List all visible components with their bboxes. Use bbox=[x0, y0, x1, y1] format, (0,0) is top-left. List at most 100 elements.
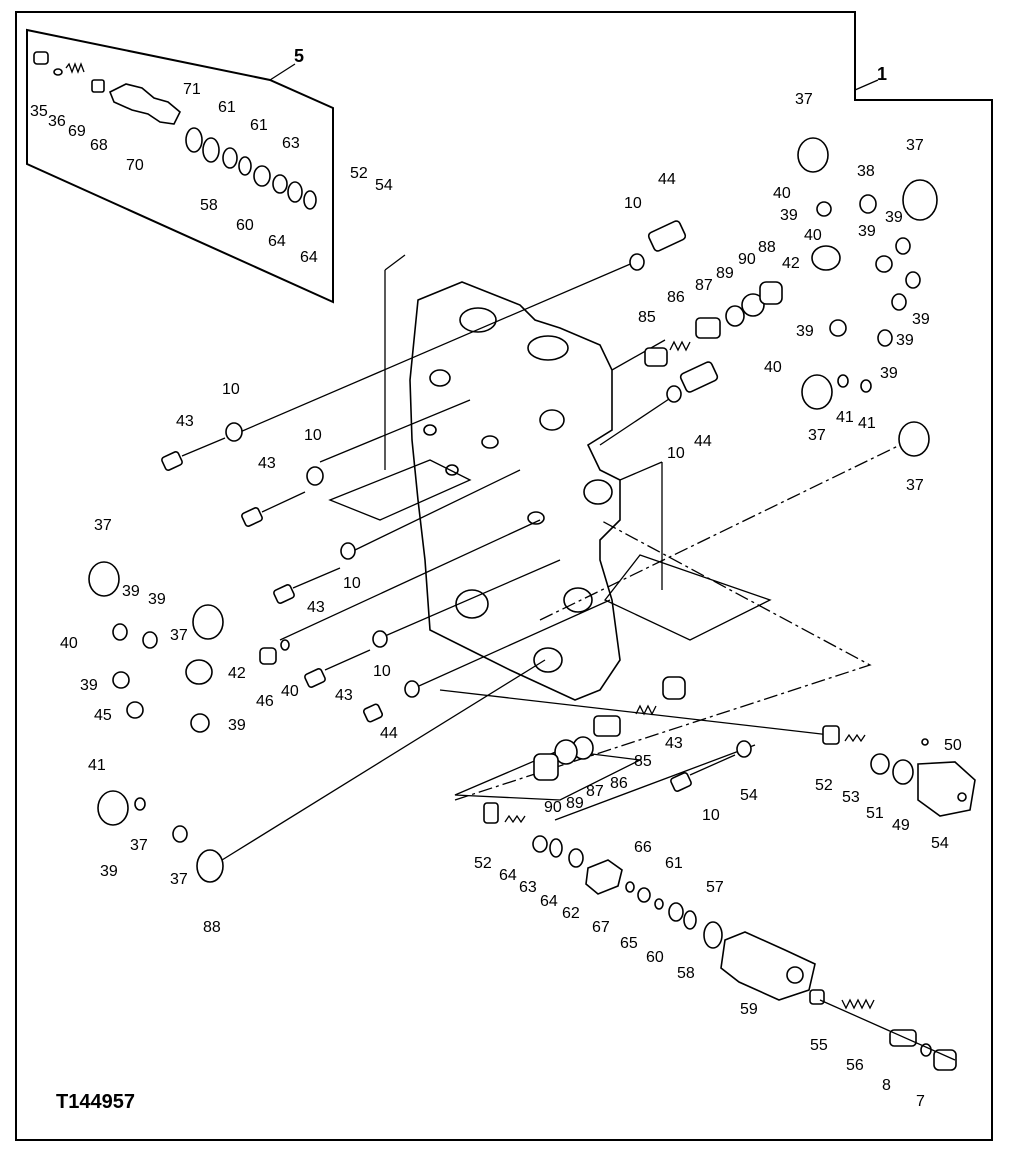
part-label: 52 bbox=[474, 855, 492, 872]
part-label: 58 bbox=[200, 197, 218, 214]
part-label: 85 bbox=[634, 753, 652, 770]
part-label: 41 bbox=[858, 415, 876, 432]
seal-kit-parts bbox=[88, 137, 938, 883]
part-label: 59 bbox=[740, 1001, 758, 1018]
part-label: 89 bbox=[716, 265, 734, 282]
part-label: 39 bbox=[228, 717, 246, 734]
part-label: 63 bbox=[519, 879, 537, 896]
part-label: 40 bbox=[804, 227, 822, 244]
part-label: 90 bbox=[738, 251, 756, 268]
assembly-1-outline bbox=[15, 11, 993, 1141]
part-label: 56 bbox=[846, 1057, 864, 1074]
part-label: 55 bbox=[810, 1037, 828, 1054]
control-valve-housing bbox=[409, 281, 666, 701]
part-label: 37 bbox=[795, 91, 813, 108]
part-label: 61 bbox=[218, 99, 236, 116]
part-label: 63 bbox=[282, 135, 300, 152]
part-label: 39 bbox=[880, 365, 898, 382]
leader-lines bbox=[221, 254, 901, 861]
part-label: 37 bbox=[906, 477, 924, 494]
part-label: 10 bbox=[702, 807, 720, 824]
part-label: 41 bbox=[88, 757, 106, 774]
figure-code: T144957 bbox=[56, 1091, 135, 1113]
part-label: 87 bbox=[586, 783, 604, 800]
part-label: 71 bbox=[183, 81, 201, 98]
part-label: 89 bbox=[566, 795, 584, 812]
part-label: 52 bbox=[815, 777, 833, 794]
part-label: 51 bbox=[866, 805, 884, 822]
part-label: 44 bbox=[380, 725, 398, 742]
part-label: 10 bbox=[304, 427, 322, 444]
part-label: 64 bbox=[499, 867, 517, 884]
part-label: 52 bbox=[350, 165, 368, 182]
part-label: 39 bbox=[80, 677, 98, 694]
part-label: 35 bbox=[30, 103, 48, 120]
part-label: 37 bbox=[170, 871, 188, 888]
part-label: 40 bbox=[281, 683, 299, 700]
part-label: 37 bbox=[130, 837, 148, 854]
part-label: 39 bbox=[780, 207, 798, 224]
part-label: 43 bbox=[335, 687, 353, 704]
assembly-1-ref: 1 bbox=[877, 64, 887, 84]
part-label: 10 bbox=[343, 575, 361, 592]
part-label: 87 bbox=[695, 277, 713, 294]
part-label: 44 bbox=[658, 171, 676, 188]
part-label: 43 bbox=[307, 599, 325, 616]
part-label: 39 bbox=[912, 311, 930, 328]
part-label: 43 bbox=[665, 735, 683, 752]
part-label: 68 bbox=[90, 137, 108, 154]
part-label: 66 bbox=[634, 839, 652, 856]
part-label: 86 bbox=[610, 775, 628, 792]
part-label: 54 bbox=[740, 787, 758, 804]
assembly-5-ref: 5 bbox=[294, 46, 304, 66]
part-label: 65 bbox=[620, 935, 638, 952]
part-label: 8 bbox=[882, 1077, 891, 1094]
part-label: 64 bbox=[300, 249, 318, 266]
part-label: 88 bbox=[203, 919, 221, 936]
part-label: 10 bbox=[624, 195, 642, 212]
part-label: 40 bbox=[60, 635, 78, 652]
part-label: 38 bbox=[857, 163, 875, 180]
part-label: 37 bbox=[94, 517, 112, 534]
part-label: 61 bbox=[665, 855, 683, 872]
part-label: 45 bbox=[94, 707, 112, 724]
part-label: 7 bbox=[916, 1093, 925, 1110]
part-label: 40 bbox=[773, 185, 791, 202]
part-label: 42 bbox=[782, 255, 800, 272]
part-label: 54 bbox=[931, 835, 949, 852]
part-label: 61 bbox=[250, 117, 268, 134]
part-label: 40 bbox=[764, 359, 782, 376]
part-label: 10 bbox=[222, 381, 240, 398]
part-label: 50 bbox=[944, 737, 962, 754]
part-label: 39 bbox=[122, 583, 140, 600]
part-label: 39 bbox=[885, 209, 903, 226]
part-label: 53 bbox=[842, 789, 860, 806]
part-label: 58 bbox=[677, 965, 695, 982]
part-label: 36 bbox=[48, 113, 66, 130]
part-label: 60 bbox=[646, 949, 664, 966]
part-label: 42 bbox=[228, 665, 246, 682]
assembly-5-parts bbox=[33, 51, 317, 210]
part-label: 69 bbox=[68, 123, 86, 140]
part-label: 60 bbox=[236, 217, 254, 234]
part-label: 10 bbox=[667, 445, 685, 462]
part-label: 39 bbox=[858, 223, 876, 240]
part-label: 37 bbox=[170, 627, 188, 644]
part-label: 70 bbox=[126, 157, 144, 174]
part-label: 64 bbox=[268, 233, 286, 250]
part-label: 39 bbox=[148, 591, 166, 608]
part-label: 90 bbox=[544, 799, 562, 816]
part-label: 43 bbox=[176, 413, 194, 430]
part-label: 86 bbox=[667, 289, 685, 306]
part-label: 39 bbox=[896, 332, 914, 349]
part-label: 54 bbox=[375, 177, 393, 194]
part-label: 67 bbox=[592, 919, 610, 936]
part-label: 37 bbox=[808, 427, 826, 444]
part-label: 44 bbox=[694, 433, 712, 450]
part-label: 39 bbox=[100, 863, 118, 880]
part-label: 43 bbox=[258, 455, 276, 472]
part-label: 37 bbox=[906, 137, 924, 154]
part-label: 85 bbox=[638, 309, 656, 326]
